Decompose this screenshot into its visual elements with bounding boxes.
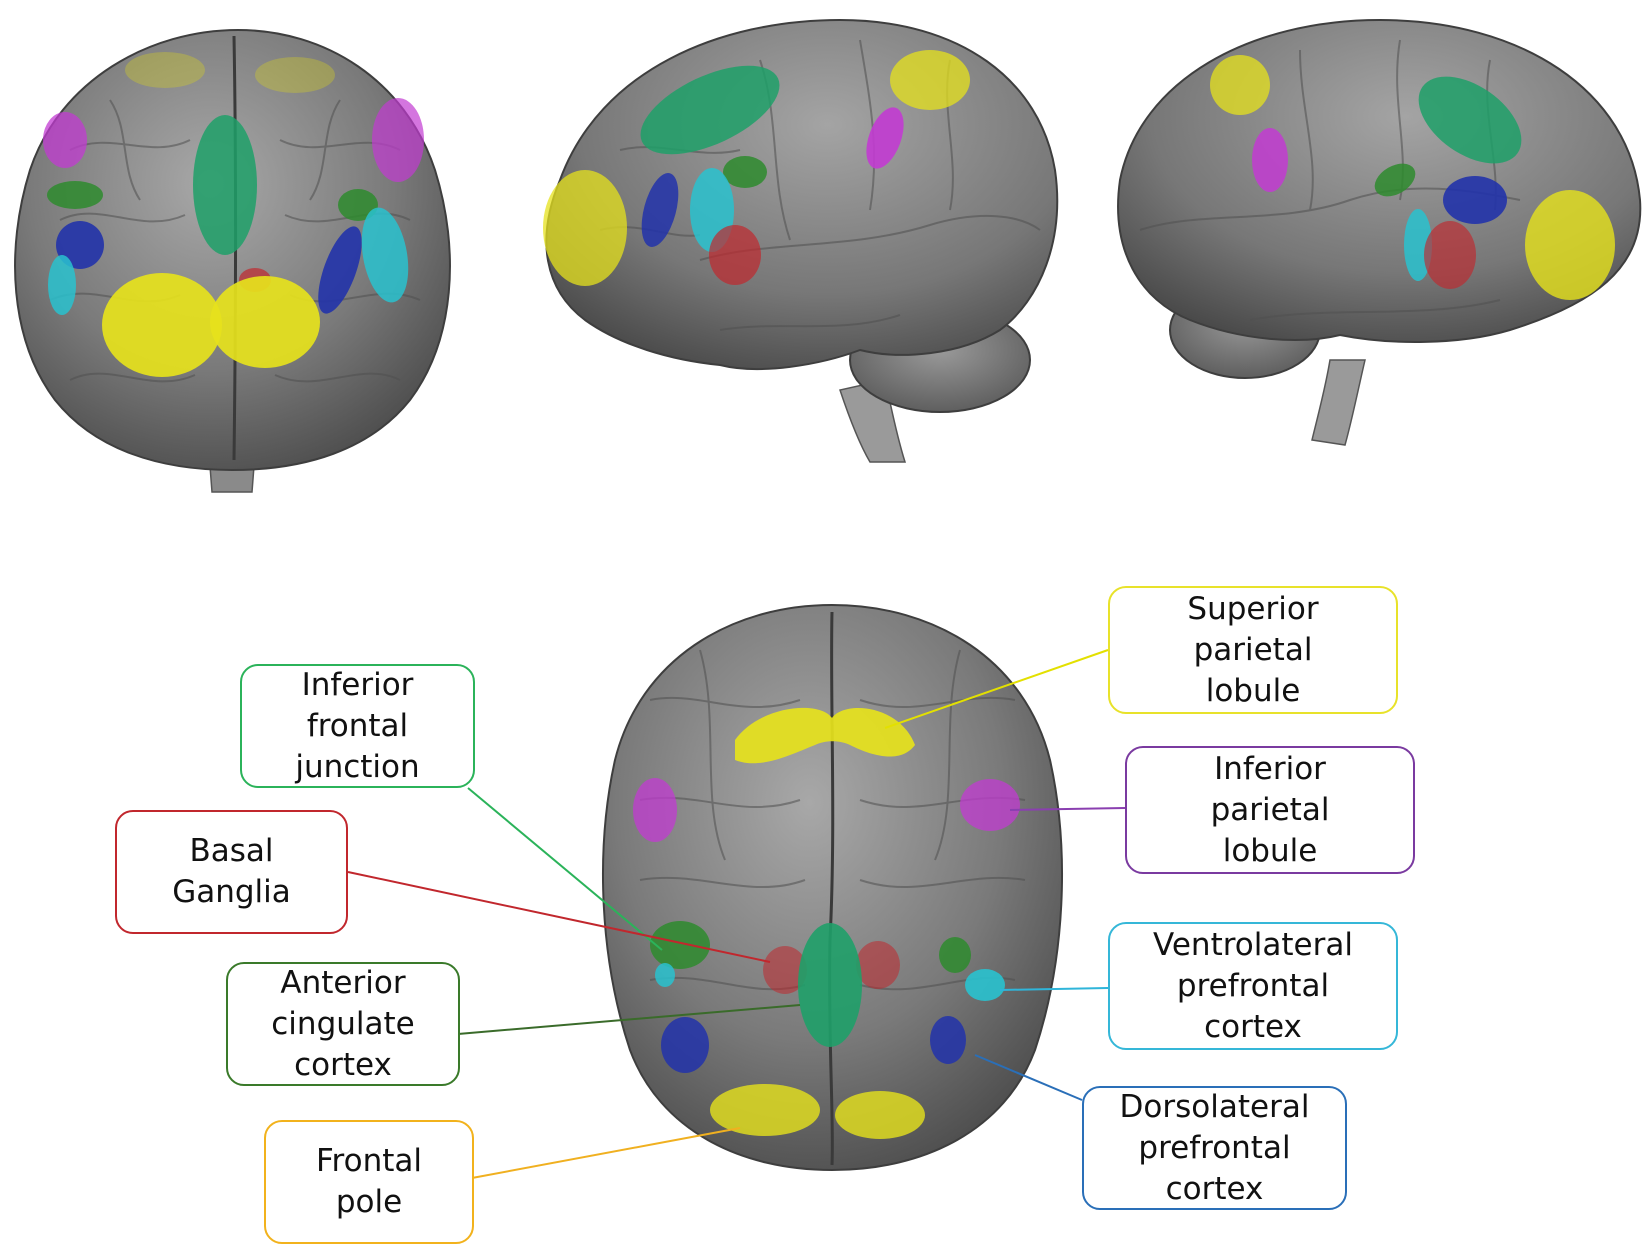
region-superior-parietal-right (1210, 55, 1270, 115)
label-basal-ganglia: Basal Ganglia (115, 810, 348, 934)
brain-view-left-lateral (543, 18, 1059, 463)
label-text: Ventrolateral prefrontal cortex (1153, 926, 1353, 1045)
region-vlpfc-top-right (965, 969, 1005, 1001)
label-inferior-parietal-lobule: Inferior parietal lobule (1125, 746, 1415, 874)
label-text: Superior parietal lobule (1187, 590, 1319, 709)
label-dorsolateral-prefrontal-cortex: Dorsolateral prefrontal cortex (1082, 1086, 1347, 1210)
region-vlpfc-front-right (361, 207, 409, 303)
region-superior-parietal-top (735, 707, 915, 764)
region-dlpfc-front-right (318, 226, 362, 314)
label-text: Dorsolateral prefrontal cortex (1119, 1088, 1310, 1207)
region-frontal-pole-lateral (543, 170, 627, 286)
label-anterior-cingulate-cortex: Anterior cingulate cortex (226, 962, 460, 1086)
leader-line-ventrolateral-prefrontal-cortex (999, 987, 1109, 991)
region-anterior-cingulate-front (193, 115, 257, 255)
label-text: Anterior cingulate cortex (271, 964, 415, 1083)
leader-line-dorsolateral-prefrontal-cortex (974, 1054, 1083, 1101)
region-superior-parietal-front-right (255, 57, 335, 93)
region-frontal-pole-top-left (710, 1084, 820, 1136)
leader-lines (347, 649, 1126, 1179)
region-ifj-top-right (939, 937, 971, 973)
brain-view-front (14, 28, 451, 493)
region-ifj-front-right (338, 189, 378, 221)
region-ifj-right (1418, 76, 1522, 164)
region-dlpfc-top-left (661, 1017, 709, 1073)
region-ifj-top-left (650, 921, 710, 969)
region-ifj-lateral-small (723, 156, 767, 188)
label-text: Inferior parietal lobule (1210, 750, 1330, 869)
label-text: Frontal pole (315, 1143, 423, 1220)
label-superior-parietal-lobule: Superior parietal lobule (1108, 586, 1398, 714)
region-inferior-parietal-front-left (43, 112, 87, 168)
label-inferior-frontal-junction: Inferior frontal junction (240, 664, 475, 788)
region-basal-ganglia-right (1424, 221, 1476, 289)
region-ifj-lateral (640, 65, 780, 155)
label-frontal-pole: Frontal pole (264, 1120, 474, 1244)
region-inferior-parietal-top-left (633, 778, 677, 842)
label-text: Basal Ganglia (172, 833, 291, 910)
region-inferior-parietal-lateral (866, 107, 904, 169)
cortex (545, 18, 1059, 370)
region-vlpfc-front-left (48, 255, 76, 315)
region-ifj-right-small (1374, 163, 1416, 197)
brain-view-right-lateral (1117, 18, 1642, 446)
region-dlpfc-top-right (930, 1016, 966, 1064)
region-frontal-pole-right (1525, 190, 1615, 300)
region-vlpfc-top-left (655, 963, 675, 987)
region-superior-parietal-front (125, 52, 205, 88)
leader-line-basal-ganglia (347, 871, 771, 963)
leader-line-superior-parietal-lobule (884, 649, 1109, 729)
brain-view-top (602, 603, 1063, 1172)
brainstem (1311, 359, 1366, 446)
leader-line-inferior-parietal-lobule (1009, 807, 1126, 811)
region-frontal-pole-top-right (835, 1091, 925, 1139)
leader-line-frontal-pole (471, 1127, 741, 1179)
region-inferior-parietal-top-right (960, 779, 1020, 831)
label-text: Inferior frontal junction (295, 666, 420, 785)
region-frontal-pole-front-left (102, 273, 222, 377)
region-inferior-parietal-right (1252, 128, 1288, 192)
region-basal-ganglia-lateral (709, 225, 761, 285)
region-superior-parietal-lateral (890, 50, 970, 110)
region-basal-ganglia-top-right (856, 941, 900, 989)
region-dlpfc-right (1443, 176, 1507, 224)
region-frontal-pole-front-right (210, 276, 320, 368)
region-dlpfc-front-left (56, 221, 104, 269)
region-dlpfc-lateral (641, 173, 679, 247)
leader-line-anterior-cingulate-cortex (457, 1004, 801, 1035)
region-inferior-parietal-front-right (372, 98, 424, 182)
leader-line-inferior-frontal-junction (467, 787, 663, 951)
region-basal-ganglia-top-left (763, 946, 807, 994)
region-ifj-front-left (47, 181, 103, 209)
label-ventrolateral-prefrontal-cortex: Ventrolateral prefrontal cortex (1108, 922, 1398, 1050)
region-anterior-cingulate-top (798, 923, 862, 1047)
